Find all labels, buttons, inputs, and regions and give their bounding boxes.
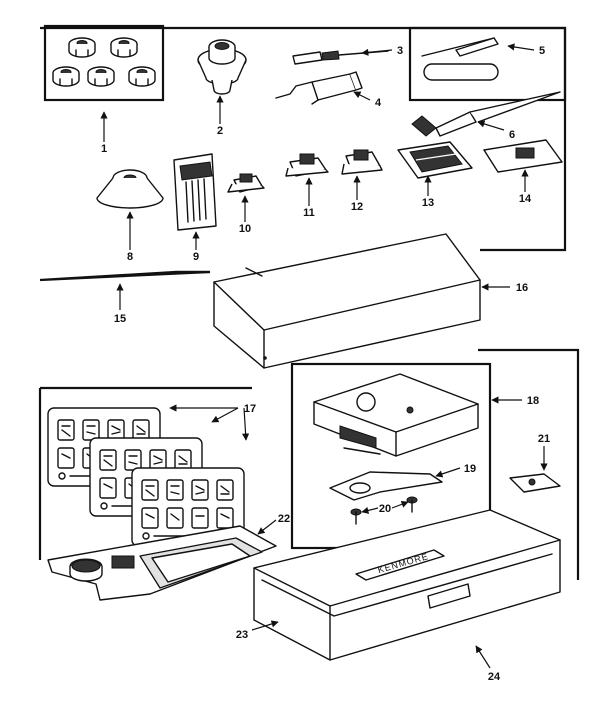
presser-foot-10 [227, 173, 265, 193]
part-numbers: 1 2 3 4 5 6 8 9 10 11 12 13 14 15 16 17 … [101, 45, 550, 683]
part-label-15: 15 [114, 313, 126, 325]
bobbin-box [43, 24, 165, 102]
part-label-2: 2 [217, 125, 223, 137]
accessory-cover [213, 233, 481, 369]
attachment-tray [47, 525, 277, 601]
part-label-3: 3 [397, 45, 403, 57]
spool-holder [197, 39, 247, 95]
mounting-bracket [329, 471, 443, 501]
part-label-21: 21 [538, 433, 550, 445]
part-label-17: 17 [244, 403, 256, 415]
small-screwdriver [292, 50, 389, 65]
part-label-4: 4 [375, 97, 382, 109]
part-label-24: 24 [488, 671, 501, 683]
buttonhole-base [313, 373, 479, 457]
part-label-10: 10 [239, 223, 251, 235]
part-label-6: 6 [509, 129, 515, 141]
part-label-8: 8 [127, 251, 133, 263]
part-label-11: 11 [303, 207, 315, 219]
part-label-5: 5 [539, 45, 545, 57]
presser-foot-11 [285, 153, 329, 177]
offset-screwdriver [275, 71, 363, 105]
lower-panel-outline [38, 348, 580, 580]
pattern-cards [47, 407, 245, 547]
part-label-13: 13 [422, 197, 434, 209]
seam-ripper-box [408, 26, 567, 102]
screws [350, 496, 418, 525]
part-label-9: 9 [193, 251, 199, 263]
part-label-19: 19 [464, 463, 476, 475]
part-label-20: 20 [379, 503, 391, 515]
part-label-12: 12 [351, 201, 363, 213]
feed-cover-plate [483, 139, 563, 173]
needle-pack [173, 153, 217, 231]
leader-lines [100, 43, 548, 669]
large-spool-cap [96, 169, 164, 209]
part-label-1: 1 [101, 143, 107, 155]
spool-pin-clip [509, 473, 561, 493]
part-label-16: 16 [516, 282, 528, 294]
accessory-case [253, 509, 561, 661]
part-label-14: 14 [519, 193, 532, 205]
awl [411, 91, 561, 137]
presser-foot-12 [341, 149, 383, 175]
part-label-22: 22 [278, 513, 290, 525]
buttonhole-attachment [397, 141, 473, 179]
part-label-23: 23 [236, 629, 248, 641]
part-label-18: 18 [527, 395, 539, 407]
